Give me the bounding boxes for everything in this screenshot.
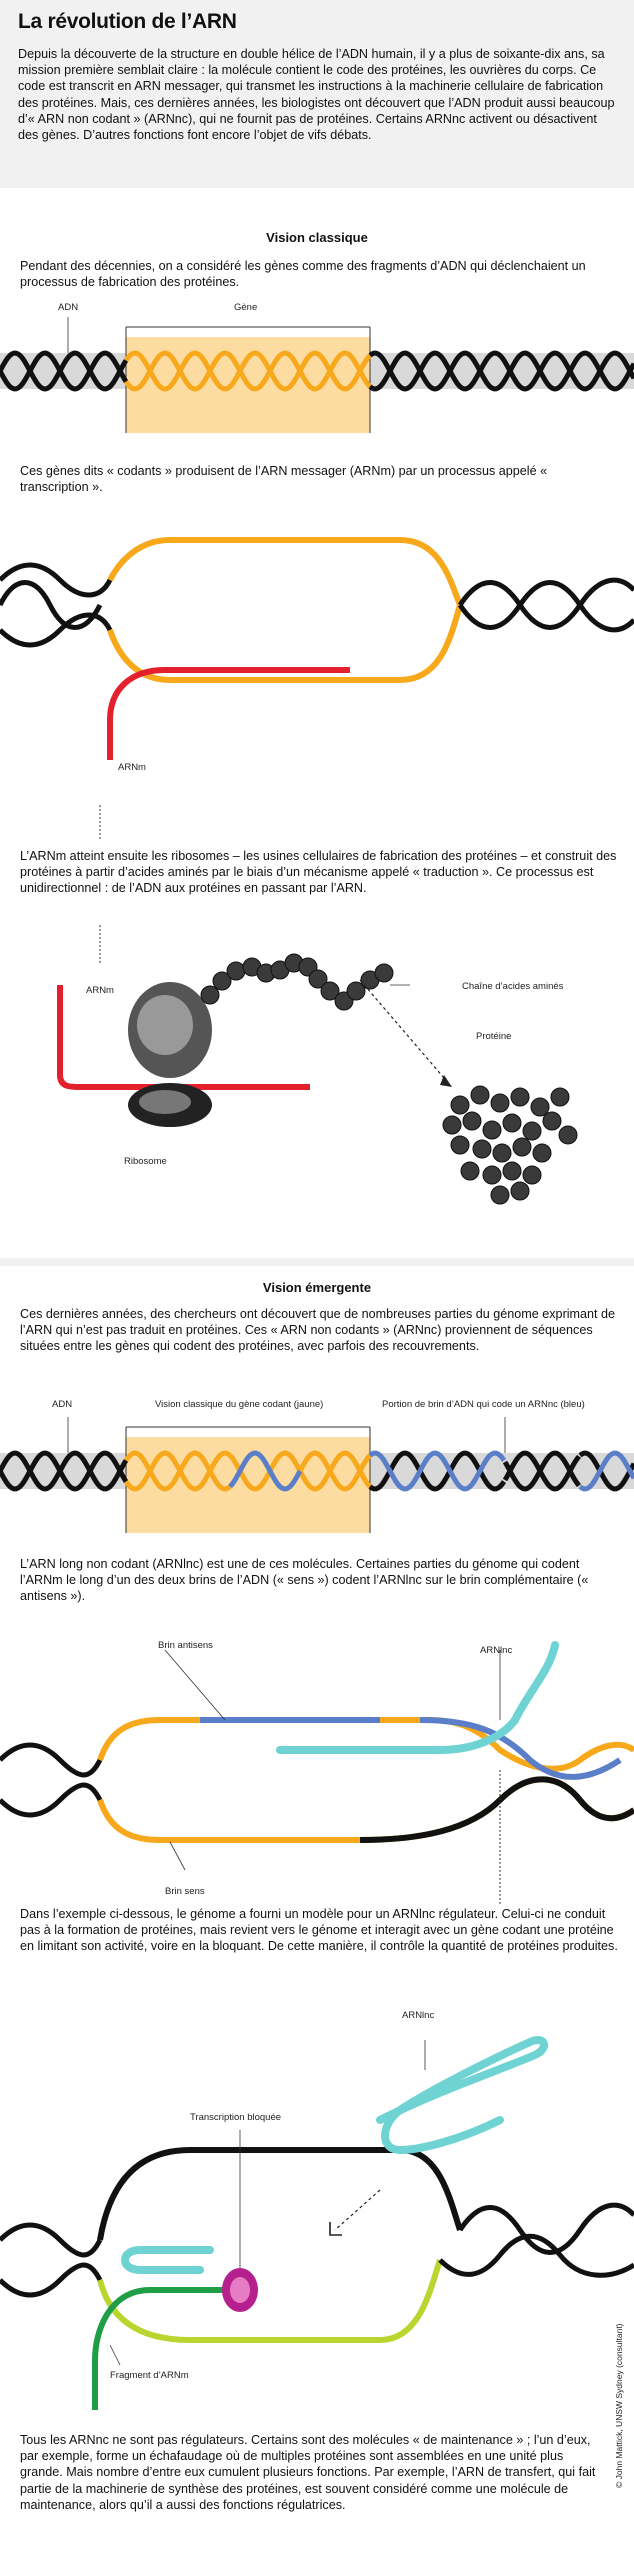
protein-residue (492, 1143, 512, 1163)
emerging-paragraph-3: Dans l’exemple ci-dessous, le génome a f… (20, 1907, 618, 1954)
dna-strand (0, 350, 129, 392)
dna-helix (0, 350, 634, 392)
label-classic-gene: Vision classique du gène codant (jaune) (155, 1399, 324, 1410)
label-antisens: Brin antisens (158, 1640, 213, 1651)
classic-paragraph-3: L’ARNm atteint ensuite les ribosomes – l… (20, 849, 617, 896)
dna-strand (578, 1450, 634, 1492)
protein-residue (542, 1111, 562, 1131)
label-adn-2: ADN (52, 1399, 73, 1410)
label-adn: ADN (58, 302, 79, 313)
translation-diagram (57, 925, 578, 1205)
protein-residue (482, 1165, 502, 1185)
page-title: La révolution de l’ARN (18, 10, 237, 33)
label-arnlnc-2: ARNlnc (402, 2010, 435, 2021)
dna-ncrna-diagram (0, 1417, 634, 1533)
dna-strand (502, 1450, 581, 1492)
protein-residue (522, 1165, 542, 1185)
dna-strand (228, 1450, 303, 1492)
label-protein: Protéine (476, 1031, 512, 1042)
emerging-heading: Vision émergente (262, 1280, 372, 1295)
protein-residue (490, 1185, 510, 1205)
amino-acid (346, 981, 366, 1001)
intro-text: Depuis la découverte de la structure en … (18, 47, 615, 143)
protein-residue (510, 1181, 530, 1201)
dna-strand (368, 1450, 507, 1492)
dna-strand (297, 1450, 372, 1492)
amino-acid (320, 981, 340, 1001)
protein-residue (522, 1121, 542, 1141)
amino-acid (226, 961, 246, 981)
protein-residue (502, 1113, 522, 1133)
label-blocked: Transcription bloquée (190, 2112, 282, 2123)
label-chain: Chaîne d’acides aminés (462, 981, 564, 992)
credit: © John Mattick, UNSW Sydney (consultant) (614, 2323, 624, 2488)
dna-strand (368, 350, 634, 392)
protein-residue (472, 1139, 492, 1159)
amino-acid (374, 963, 394, 983)
emerging-paragraph-1: Ces dernières années, des chercheurs ont… (20, 1307, 616, 1354)
label-arnm: ARNm (118, 762, 146, 773)
dna-strand (123, 1450, 232, 1492)
dna-strand (502, 1450, 581, 1492)
protein-residue (490, 1093, 510, 1113)
protein-residue (482, 1120, 502, 1140)
amino-acid (200, 985, 220, 1005)
label-arnm-2: ARNm (86, 985, 114, 996)
label-arnlnc: ARNlnc (480, 1645, 513, 1656)
protein-residue (450, 1095, 470, 1115)
dna-strand (123, 350, 372, 392)
emerging-paragraph-4: Tous les ARNnc ne sont pas régulateurs. … (20, 2433, 596, 2512)
protein-residue (550, 1087, 570, 1107)
classic-paragraph-1: Pendant des décennies, on a considéré le… (20, 259, 586, 290)
dna-strand (0, 350, 129, 392)
dna-strand (368, 350, 634, 392)
label-gene: Gène (234, 302, 258, 313)
emerging-paragraph-2: L’ARN long non codant (ARNlnc) est une d… (20, 1557, 589, 1604)
dna-strand (0, 1450, 129, 1492)
dna-strand (0, 1450, 129, 1492)
classic-heading: Vision classique (266, 230, 368, 245)
dna-gene-diagram (0, 317, 634, 433)
protein-residue (460, 1161, 480, 1181)
dna-strand (368, 1450, 507, 1492)
label-ncrna-portion: Portion de brin d’ADN qui code un ARNnc … (382, 1399, 585, 1410)
dna-strand (578, 1450, 634, 1492)
protein-residue (450, 1135, 470, 1155)
label-sens: Brin sens (165, 1886, 205, 1897)
label-ribosome: Ribosome (124, 1156, 167, 1167)
protein-residue (530, 1097, 550, 1117)
dna-strand (228, 1450, 303, 1492)
amino-acid (308, 969, 328, 989)
protein-residue (442, 1115, 462, 1135)
amino-acid (212, 971, 232, 991)
protein-residue (510, 1087, 530, 1107)
dna-strand (297, 1450, 372, 1492)
protein-residue (502, 1161, 522, 1181)
lncrna-diagram (0, 1641, 634, 1905)
classic-paragraph-2: Ces gènes dits « codants » produisent de… (20, 464, 548, 495)
protein-residue (462, 1111, 482, 1131)
protein-residue (470, 1085, 490, 1105)
protein-residue (558, 1125, 578, 1145)
dna-strand (123, 1450, 232, 1492)
section-divider (0, 1258, 634, 1266)
protein-residue (532, 1143, 552, 1163)
protein-residue (512, 1137, 532, 1157)
regulation-diagram (0, 2036, 634, 2410)
transcription-diagram (0, 537, 634, 840)
label-fragment: Fragment d’ARNm (110, 2370, 189, 2381)
